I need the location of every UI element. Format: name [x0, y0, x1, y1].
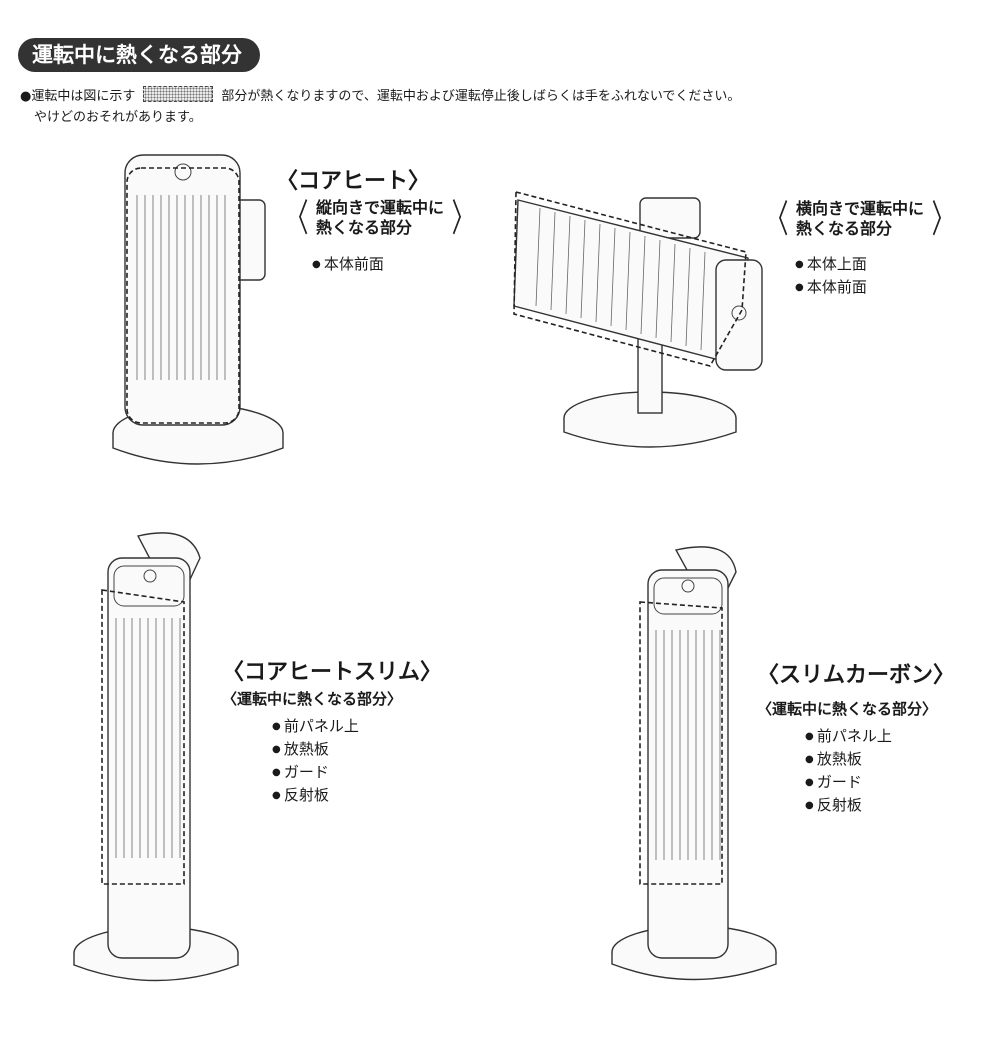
core-heat-vertical-illustration: [112, 154, 284, 465]
slim-carbon-sub: 〈運転中に熱くなる部分〉: [757, 700, 938, 718]
vertical-parts-list: 本体前面: [312, 253, 384, 276]
slim-carbon-parts-list: 前パネル上 放熱板 ガード 反射板: [805, 725, 892, 817]
list-item: 放熱板: [805, 748, 892, 771]
vertical-hot-label: 〈 縦向きで運転中に 熱くなる部分 〉: [278, 198, 482, 238]
list-item: 本体前面: [312, 253, 384, 276]
bracket-right-icon: 〉: [451, 196, 475, 240]
notice-text-2: 部分が熱くなりますので、運転中および運転停止後しばらくは手をふれないでください。: [221, 89, 741, 104]
vertical-label-line2: 熱くなる部分: [316, 218, 413, 237]
core-heat-slim-heading: 〈コアヒートスリム〉: [222, 660, 443, 685]
list-item: 反射板: [272, 784, 359, 807]
core-heat-horizontal-illustration: [513, 190, 763, 448]
list-item: 本体前面: [795, 276, 867, 299]
list-item: ガード: [272, 761, 359, 784]
core-heat-heading: 〈コアヒート〉: [276, 169, 431, 194]
horizontal-parts-list: 本体上面 本体前面: [795, 253, 867, 299]
list-item: 反射板: [805, 794, 892, 817]
core-heat-slim-sub: 〈運転中に熱くなる部分〉: [222, 690, 403, 708]
list-item: 放熱板: [272, 738, 359, 761]
core-heat-slim-parts-list: 前パネル上 放熱板 ガード 反射板: [272, 715, 359, 807]
hot-area-swatch-icon: [143, 86, 214, 102]
core-heat-slim-illustration: [73, 532, 239, 982]
horizontal-hot-label: 〈 横向きで運転中に 熱くなる部分 〉: [758, 199, 962, 239]
section-title: 運転中に熱くなる部分: [18, 38, 260, 72]
notice-text-3: やけどのおそれがあります。: [34, 110, 202, 125]
slim-carbon-heading: 〈スリムカーボン〉: [757, 663, 956, 688]
horizontal-label-line1: 横向きで運転中に: [796, 199, 925, 218]
list-item: 本体上面: [795, 253, 867, 276]
bracket-right-icon: 〉: [931, 197, 955, 241]
warning-notice: ●運転中は図に示す 部分が熱くなりますので、運転中および運転停止後しばらくは手をふ…: [20, 86, 980, 128]
bracket-left-icon: 〈: [285, 196, 309, 240]
list-item: 前パネル上: [272, 715, 359, 738]
notice-text-1: ●運転中は図に示す: [20, 89, 136, 104]
slim-carbon-illustration: [611, 546, 777, 981]
list-item: ガード: [805, 771, 892, 794]
bracket-left-icon: 〈: [765, 197, 789, 241]
vertical-label-line1: 縦向きで運転中に: [316, 198, 445, 217]
horizontal-label-line2: 熱くなる部分: [796, 219, 893, 238]
list-item: 前パネル上: [805, 725, 892, 748]
